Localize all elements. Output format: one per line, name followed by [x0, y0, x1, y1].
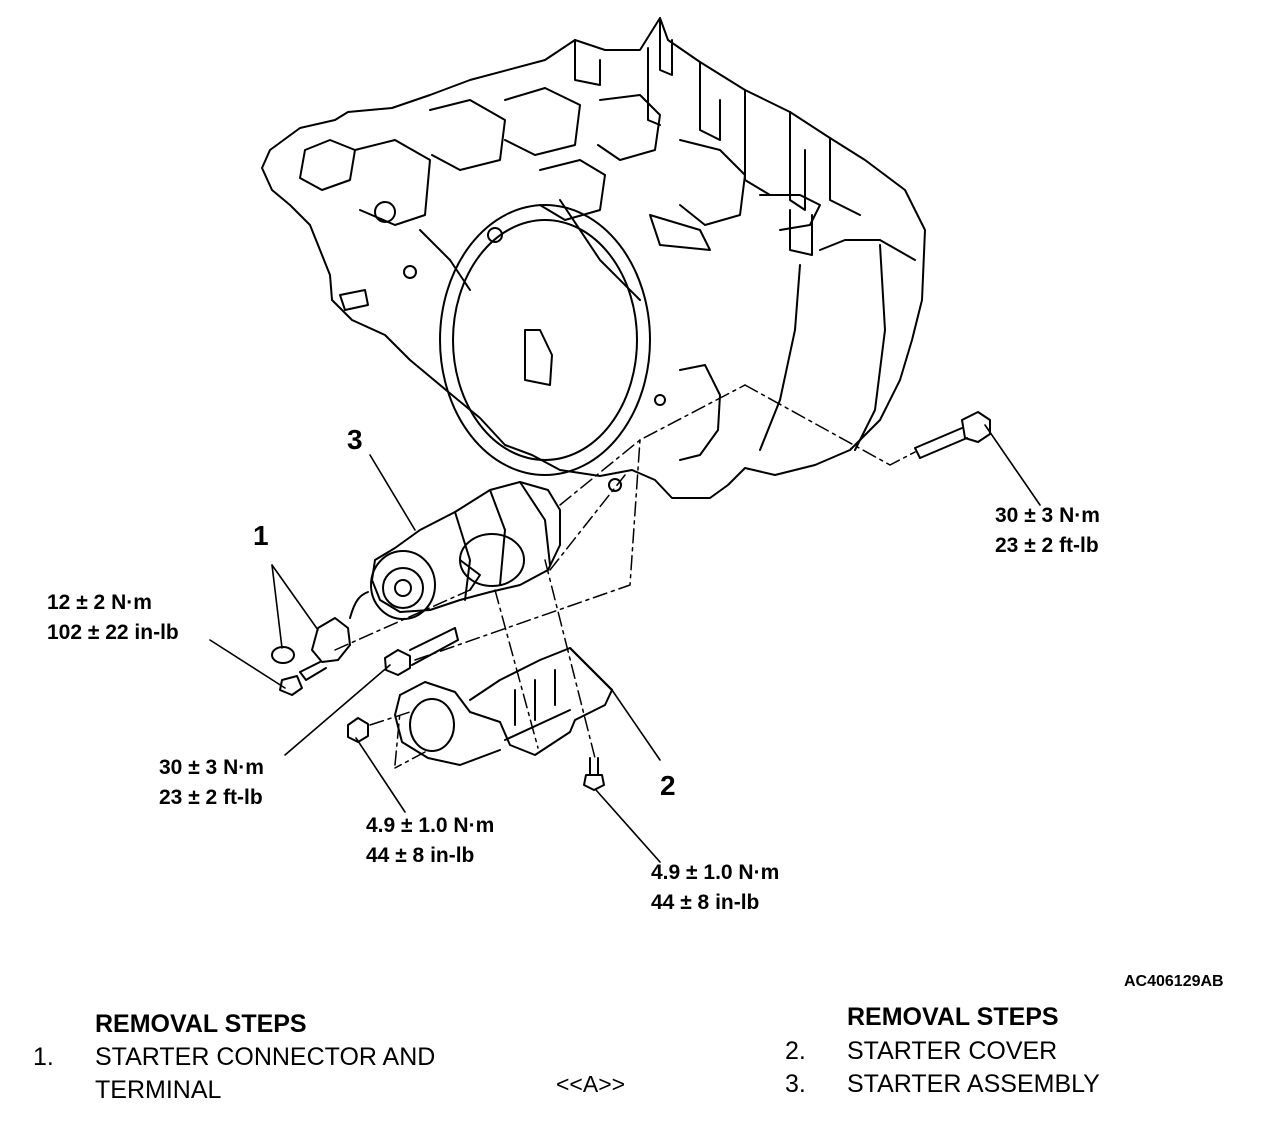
step-text-3: STARTER ASSEMBLY	[847, 1070, 1100, 1098]
alignment-lines	[334, 384, 916, 769]
torque-imperial: 102 ± 22 in-lb	[47, 621, 179, 644]
torque-metric: 4.9 ± 1.0 N·m	[651, 861, 780, 884]
housing-bolt	[914, 411, 991, 459]
removal-steps-heading-left: REMOVAL STEPS	[95, 1010, 307, 1038]
starter-assembly	[349, 481, 561, 620]
connector-and-terminal	[271, 617, 351, 696]
step-text-2: STARTER COVER	[847, 1037, 1058, 1065]
torque-spec-housing-bolt: 30 ± 3 N·m 23 ± 2 ft-lb	[995, 501, 1100, 561]
torque-spec-cover-nut: 4.9 ± 1.0 N·m 44 ± 8 in-lb	[366, 811, 494, 871]
cover-nut	[347, 717, 369, 743]
transaxle-housing	[261, 17, 926, 499]
torque-imperial: 23 ± 2 ft-lb	[995, 534, 1099, 557]
step-text-line: TERMINAL	[95, 1076, 222, 1104]
torque-metric: 30 ± 3 N·m	[995, 504, 1100, 527]
service-mark: <<A>>	[556, 1071, 626, 1097]
torque-imperial: 44 ± 8 in-lb	[366, 844, 475, 867]
starter-bolt	[384, 627, 459, 676]
step-number-2: 2.	[785, 1037, 806, 1065]
step-text-1: STARTER CONNECTOR AND TERMINAL	[95, 1041, 435, 1107]
torque-metric: 30 ± 3 N·m	[159, 756, 264, 779]
step-number-1: 1.	[33, 1043, 54, 1071]
removal-steps-heading-right: REMOVAL STEPS	[847, 1003, 1059, 1031]
callout-2: 2	[660, 770, 676, 801]
torque-metric: 12 ± 2 N·m	[47, 591, 152, 614]
torque-imperial: 23 ± 2 ft-lb	[159, 786, 263, 809]
step-number-3: 3.	[785, 1070, 806, 1098]
torque-spec-terminal-nut: 12 ± 2 N·m 102 ± 22 in-lb	[47, 588, 179, 648]
figure-id: AC406129AB	[1124, 973, 1224, 990]
callout-3: 3	[347, 424, 363, 455]
callout-1: 1	[253, 520, 269, 551]
torque-spec-cover-bolt: 4.9 ± 1.0 N·m 44 ± 8 in-lb	[651, 858, 779, 918]
torque-imperial: 44 ± 8 in-lb	[651, 891, 760, 914]
leader-lines	[209, 424, 1041, 863]
step-text-line: STARTER CONNECTOR AND	[95, 1043, 436, 1071]
starter-cover	[394, 647, 613, 766]
cover-bolt	[583, 757, 605, 791]
torque-metric: 4.9 ± 1.0 N·m	[366, 814, 495, 837]
torque-spec-starter-bolt: 30 ± 3 N·m 23 ± 2 ft-lb	[159, 753, 264, 813]
